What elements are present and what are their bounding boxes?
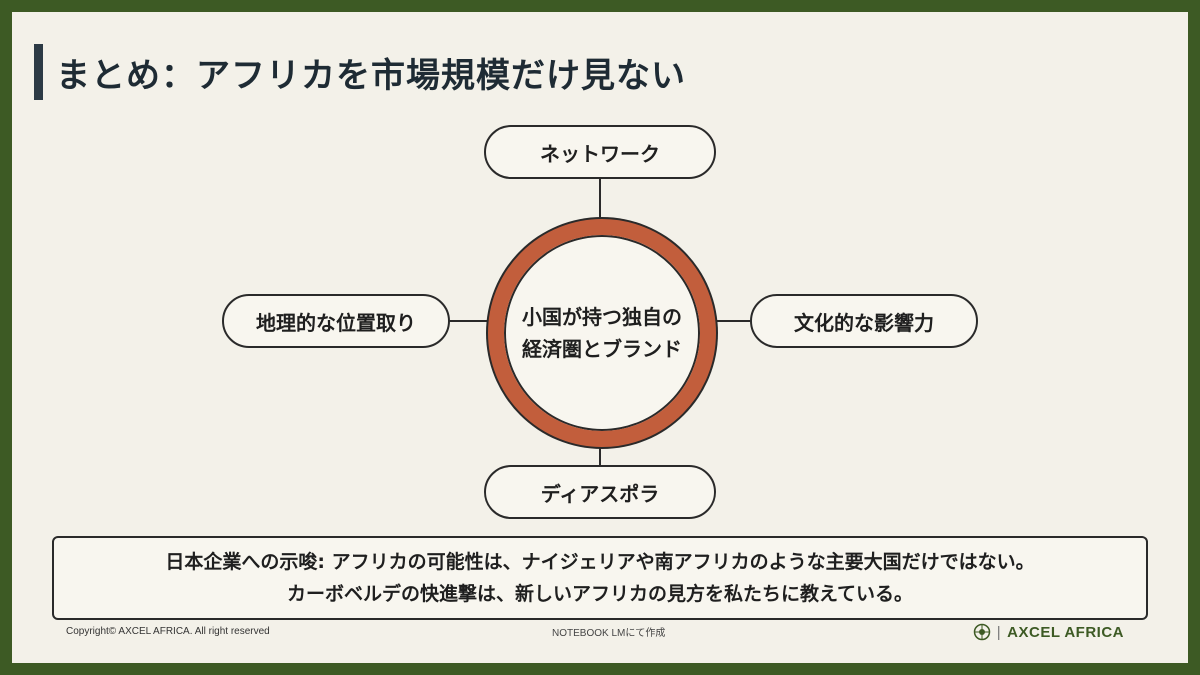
compass-emblem-icon	[973, 623, 990, 641]
implication-line1: 日本企業への示唆: アフリカの可能性は、ナイジェリアや南アフリカのような主要大国…	[165, 551, 1035, 573]
center-label-line1: 小国が持つ独自の	[522, 305, 682, 329]
brand-logo: | AXCEL AFRICA	[973, 623, 1124, 641]
center-label-line2: 経済圏とブランド	[522, 337, 682, 361]
slide: まとめ：アフリカを市場規模だけ見ない ネットワーク 地理的な位置取り 文化的な影…	[12, 12, 1188, 663]
credit-text: NOTEBOOK LMにて作成	[552, 628, 666, 639]
implication-box: 日本企業への示唆: アフリカの可能性は、ナイジェリアや南アフリカのような主要大国…	[52, 536, 1148, 620]
brand-separator: |	[996, 623, 1002, 641]
connector-lines	[448, 177, 750, 467]
page-title: まとめ：アフリカを市場規模だけ見ない	[56, 56, 686, 96]
brand-name: AXCEL AFRICA	[1007, 623, 1124, 641]
node-geographic-position: 地理的な位置取り	[222, 294, 450, 348]
node-network: ネットワーク	[484, 125, 716, 179]
title-accent-bar	[34, 44, 43, 100]
center-circle: 小国が持つ独自の 経済圏とブランド	[488, 219, 716, 447]
node-cultural-influence: 文化的な影響力	[750, 294, 978, 348]
copyright-text: Copyright© AXCEL AFRICA. All right reser…	[66, 626, 270, 637]
implication-line2: カーボベルデの快進撃は、新しいアフリカの見方を私たちに教えている。	[286, 583, 914, 605]
node-diaspora: ディアスポラ	[484, 465, 716, 519]
